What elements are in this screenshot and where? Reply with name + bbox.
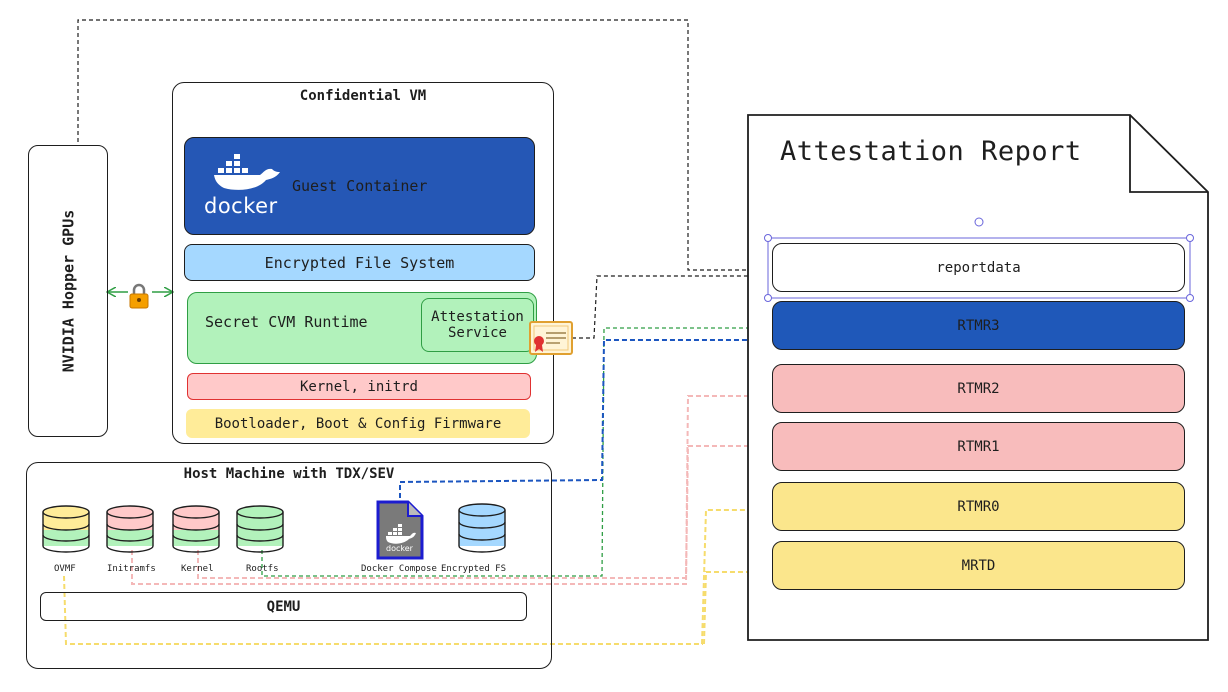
database-icon: [172, 505, 220, 553]
host-item-initramfs: [104, 504, 156, 554]
selection-frame: [767, 237, 1191, 299]
host-item-label: Kernel: [181, 564, 214, 574]
selection-handle: [1186, 294, 1194, 302]
selection-handle: [764, 234, 772, 242]
report-field-rtmr2: RTMR2: [772, 364, 1185, 413]
wire-kernel-to-rtmr2: [131, 396, 770, 585]
guest-container-label: Guest Container: [292, 177, 428, 195]
docker-logo-text: docker: [204, 194, 278, 218]
report-field-reportdata: reportdata: [772, 243, 1185, 292]
database-icon: [458, 503, 506, 553]
kernel-layer: Kernel, initrd: [187, 373, 531, 400]
selection-handle: [1186, 234, 1194, 242]
selection-handle: [764, 294, 772, 302]
wire-rootfs-to-rtmr3: [261, 328, 770, 577]
docker-compose-label: Docker Compose: [361, 564, 437, 574]
encrypted-fs-db: [456, 502, 508, 554]
host-item-label: OVMF: [54, 564, 76, 574]
host-item-rootfs: [234, 504, 286, 554]
wire-ovmf-to-rtmr0: [63, 510, 770, 645]
encrypted-fs-label: Encrypted FS: [441, 564, 507, 574]
report-field-rtmr1: RTMR1: [772, 422, 1185, 471]
report-field-rtmr3: RTMR3: [772, 301, 1185, 350]
file-icon: [376, 500, 424, 560]
confidential-vm-box: Confidential VM: [172, 82, 554, 444]
wire-gpu-to-reportdata: [77, 19, 766, 270]
database-icon: [236, 505, 284, 553]
docker-logo: docker: [204, 152, 284, 222]
host-item-kernel: [170, 504, 222, 554]
host-machine-box: Host Machine with TDX/SEV: [26, 462, 552, 669]
attestation-service-box: Attestation Service: [421, 298, 534, 352]
docker-compose-file: docker: [376, 500, 424, 560]
wire-compose-to-rtmr3: [399, 340, 770, 498]
host-title: Host Machine with TDX/SEV: [183, 466, 395, 482]
report-field-mrtd: MRTD: [772, 541, 1185, 590]
encrypted-fs-layer: Encrypted File System: [184, 244, 535, 281]
rotation-handle: [974, 217, 984, 227]
gpu-label: NVIDIA Hopper GPUs: [59, 209, 77, 373]
docker-whale-icon: [214, 154, 280, 190]
wire-kernel-to-rtmr1: [197, 446, 770, 579]
report-title: Attestation Report: [780, 136, 1082, 167]
bootloader-layer: Bootloader, Boot & Config Firmware: [186, 409, 530, 438]
gpu-box: NVIDIA Hopper GPUs: [28, 145, 108, 437]
host-item-label: Initramfs: [107, 564, 156, 574]
docker-compose-icon-text: docker: [386, 544, 413, 553]
qemu-box: QEMU: [40, 592, 527, 621]
report-field-rtmr0: RTMR0: [772, 482, 1185, 531]
report-dogear: [1129, 115, 1208, 193]
wire-cert-to-reportdata: [572, 276, 766, 339]
host-item-label: Rootfs: [246, 564, 279, 574]
attestation-service-label-2: Service: [447, 325, 507, 341]
lock-icon: [128, 283, 150, 309]
runtime-label: Secret CVM Runtime: [205, 313, 368, 331]
certificate-icon: [528, 320, 574, 356]
database-icon: [42, 505, 90, 553]
attestation-service-label-1: Attestation: [431, 309, 524, 325]
cvm-title: Confidential VM: [299, 88, 427, 104]
database-icon: [106, 505, 154, 553]
host-item-ovmf: [40, 504, 92, 574]
